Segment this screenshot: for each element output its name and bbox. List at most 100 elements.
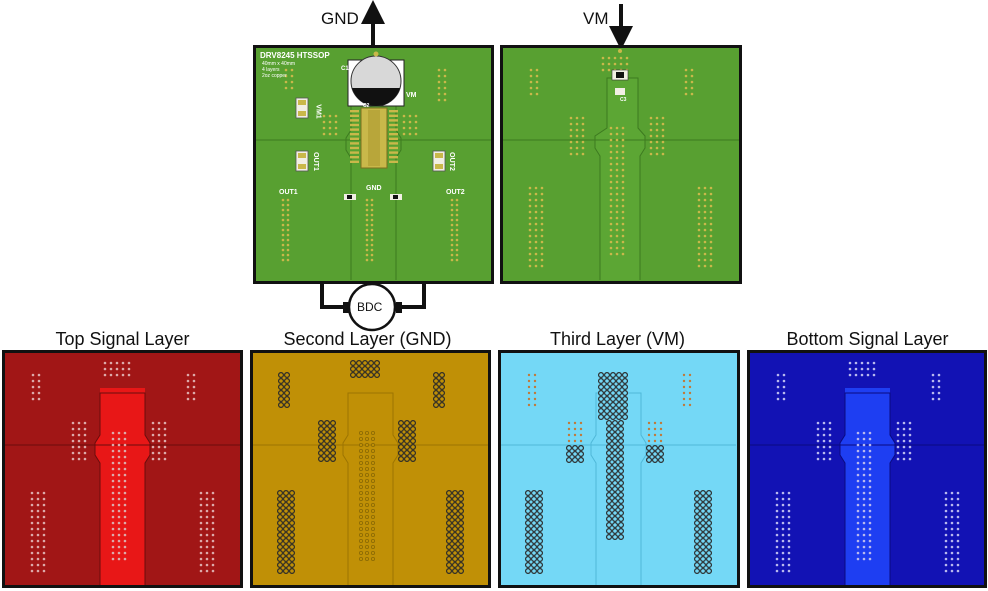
via	[455, 203, 459, 207]
capacitor	[615, 88, 625, 95]
via	[694, 532, 701, 539]
via	[661, 122, 665, 126]
via	[365, 223, 369, 227]
via	[816, 451, 820, 455]
via	[856, 497, 860, 501]
via	[615, 168, 619, 172]
via	[615, 228, 619, 232]
via	[575, 140, 579, 144]
via	[661, 140, 665, 144]
via	[446, 508, 453, 515]
via	[157, 445, 161, 449]
via	[908, 457, 912, 461]
via	[398, 443, 405, 450]
via	[529, 68, 533, 72]
via	[856, 437, 860, 441]
via	[443, 68, 447, 72]
via	[534, 210, 538, 214]
via	[36, 491, 40, 495]
via	[868, 515, 872, 519]
via	[452, 496, 459, 503]
via	[902, 445, 906, 449]
via	[540, 210, 544, 214]
via	[373, 359, 380, 367]
via	[706, 514, 713, 521]
via	[525, 562, 532, 569]
via	[697, 222, 701, 226]
via	[361, 372, 368, 379]
via	[211, 533, 215, 537]
via	[284, 372, 291, 379]
via	[42, 539, 46, 543]
via	[211, 551, 215, 555]
via	[653, 433, 657, 437]
via	[30, 515, 34, 519]
via	[856, 539, 860, 543]
board-note: 40mm x 40mm	[262, 61, 296, 67]
via	[621, 210, 625, 214]
via	[956, 509, 960, 513]
via	[866, 361, 870, 365]
via	[111, 533, 115, 537]
via	[528, 258, 532, 262]
via	[540, 246, 544, 250]
via	[868, 467, 872, 471]
via	[365, 496, 370, 501]
via	[609, 168, 613, 172]
via	[611, 510, 618, 517]
via	[359, 496, 364, 501]
via	[531, 532, 538, 539]
via	[615, 204, 619, 208]
via	[615, 150, 619, 154]
via	[371, 556, 376, 561]
via	[950, 533, 954, 537]
via	[700, 508, 707, 515]
via	[690, 80, 694, 84]
via	[284, 389, 291, 396]
via	[956, 569, 960, 573]
via	[649, 116, 653, 120]
via	[123, 485, 127, 489]
via	[655, 116, 659, 120]
via	[283, 544, 290, 551]
via	[601, 62, 605, 66]
via	[597, 389, 604, 396]
via	[609, 372, 616, 379]
via	[359, 479, 364, 484]
via	[42, 503, 46, 507]
via	[322, 126, 326, 130]
via	[283, 496, 290, 503]
via	[117, 539, 121, 543]
via	[371, 484, 376, 489]
via	[621, 246, 625, 250]
via	[329, 455, 336, 462]
via	[211, 509, 215, 513]
via	[694, 538, 701, 545]
via	[334, 126, 338, 130]
via	[42, 545, 46, 549]
via	[71, 445, 75, 449]
via	[652, 444, 659, 451]
via	[615, 210, 619, 214]
via	[36, 527, 40, 531]
via	[950, 527, 954, 531]
via	[163, 457, 167, 461]
via	[117, 521, 121, 525]
via	[284, 74, 288, 78]
via	[540, 234, 544, 238]
via	[103, 361, 107, 365]
via	[323, 443, 330, 450]
via	[615, 413, 622, 420]
via	[534, 192, 538, 196]
via	[862, 491, 866, 495]
via	[446, 514, 453, 521]
via	[571, 456, 578, 463]
via	[277, 556, 284, 563]
via	[371, 520, 376, 525]
vm-trace-region	[840, 388, 895, 585]
ic-pin	[389, 114, 398, 117]
via	[205, 527, 209, 531]
via	[611, 437, 618, 444]
via	[908, 421, 912, 425]
via	[528, 228, 532, 232]
